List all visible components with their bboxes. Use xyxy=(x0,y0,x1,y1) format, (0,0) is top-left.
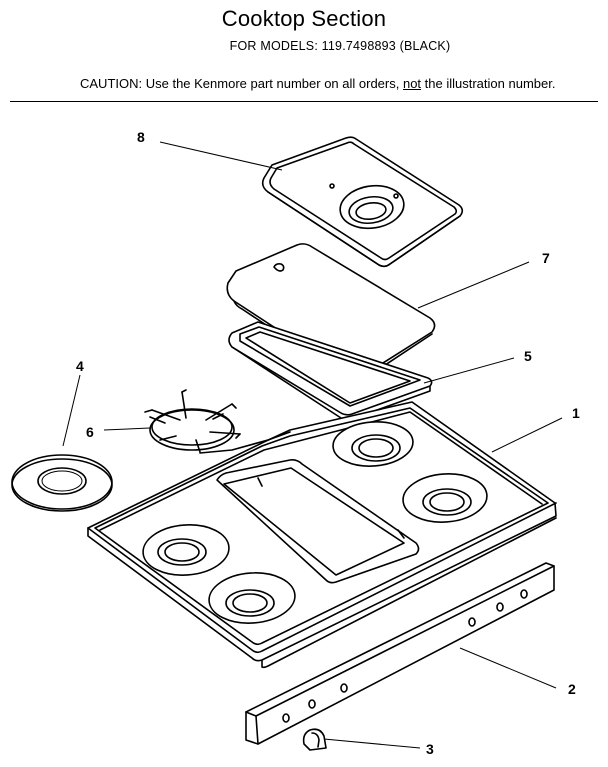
callout-6: 6 xyxy=(86,424,94,440)
callout-8: 8 xyxy=(137,129,145,145)
caution-suffix: the illustration number. xyxy=(421,76,556,91)
callout-3: 3 xyxy=(426,741,434,757)
page-title: Cooktop Section xyxy=(221,6,387,31)
part-6-burner-grate[interactable] xyxy=(144,389,241,453)
caution-emphasis: not xyxy=(402,76,422,91)
part-1-cooktop[interactable] xyxy=(87,401,557,669)
callout-1: 1 xyxy=(572,405,580,421)
caution-note: CAUTION: Use the Kenmore part number on … xyxy=(80,76,555,91)
part-3-clip[interactable] xyxy=(302,728,327,751)
leader-lines xyxy=(62,141,563,749)
header-divider xyxy=(10,101,598,102)
part-2-control-panel[interactable] xyxy=(245,562,555,745)
callout-2: 2 xyxy=(568,681,576,697)
part-4-burner-ring[interactable] xyxy=(11,454,113,512)
models-line: FOR MODELS: 119.7498893 (BLACK) xyxy=(229,39,451,53)
caution-prefix: CAUTION: Use the Kenmore part number on … xyxy=(80,76,403,91)
part-8-drip-tray[interactable] xyxy=(261,136,464,268)
callout-4: 4 xyxy=(76,358,84,374)
callout-5: 5 xyxy=(524,348,532,364)
callout-7: 7 xyxy=(542,250,550,266)
